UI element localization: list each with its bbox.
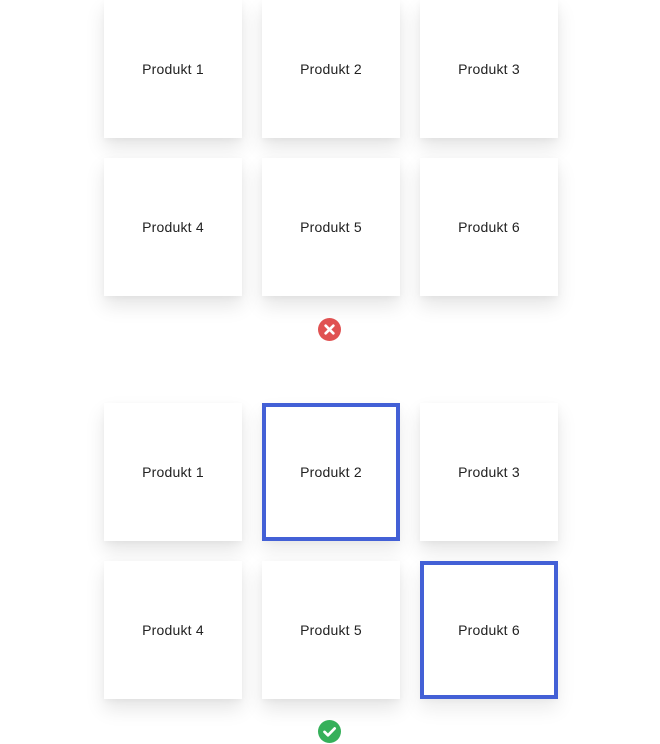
product-label: Produkt 2 bbox=[300, 61, 362, 77]
product-label: Produkt 2 bbox=[300, 464, 362, 480]
success-check-circle-icon bbox=[318, 720, 341, 743]
product-grid-incorrect: Produkt 1 Produkt 2 Produkt 3 Produkt 4 … bbox=[104, 0, 559, 296]
product-card-2-selected[interactable]: Produkt 2 bbox=[262, 403, 400, 541]
product-card-2[interactable]: Produkt 2 bbox=[262, 0, 400, 138]
product-card-5[interactable]: Produkt 5 bbox=[262, 158, 400, 296]
product-label: Produkt 6 bbox=[458, 622, 520, 638]
product-label: Produkt 4 bbox=[142, 622, 204, 638]
product-card-3[interactable]: Produkt 3 bbox=[420, 403, 558, 541]
product-grid-correct: Produkt 1 Produkt 2 Produkt 3 Produkt 4 … bbox=[104, 403, 559, 699]
product-label: Produkt 1 bbox=[142, 61, 204, 77]
product-label: Produkt 3 bbox=[458, 61, 520, 77]
product-card-5[interactable]: Produkt 5 bbox=[262, 561, 400, 699]
product-label: Produkt 4 bbox=[142, 219, 204, 235]
product-label: Produkt 1 bbox=[142, 464, 204, 480]
product-card-6-selected[interactable]: Produkt 6 bbox=[420, 561, 558, 699]
product-card-1[interactable]: Produkt 1 bbox=[104, 403, 242, 541]
product-label: Produkt 3 bbox=[458, 464, 520, 480]
product-card-4[interactable]: Produkt 4 bbox=[104, 561, 242, 699]
product-label: Produkt 5 bbox=[300, 219, 362, 235]
product-card-6[interactable]: Produkt 6 bbox=[420, 158, 558, 296]
product-card-4[interactable]: Produkt 4 bbox=[104, 158, 242, 296]
error-x-circle-icon bbox=[318, 318, 341, 341]
product-card-1[interactable]: Produkt 1 bbox=[104, 0, 242, 138]
product-card-3[interactable]: Produkt 3 bbox=[420, 0, 558, 138]
product-label: Produkt 5 bbox=[300, 622, 362, 638]
product-label: Produkt 6 bbox=[458, 219, 520, 235]
